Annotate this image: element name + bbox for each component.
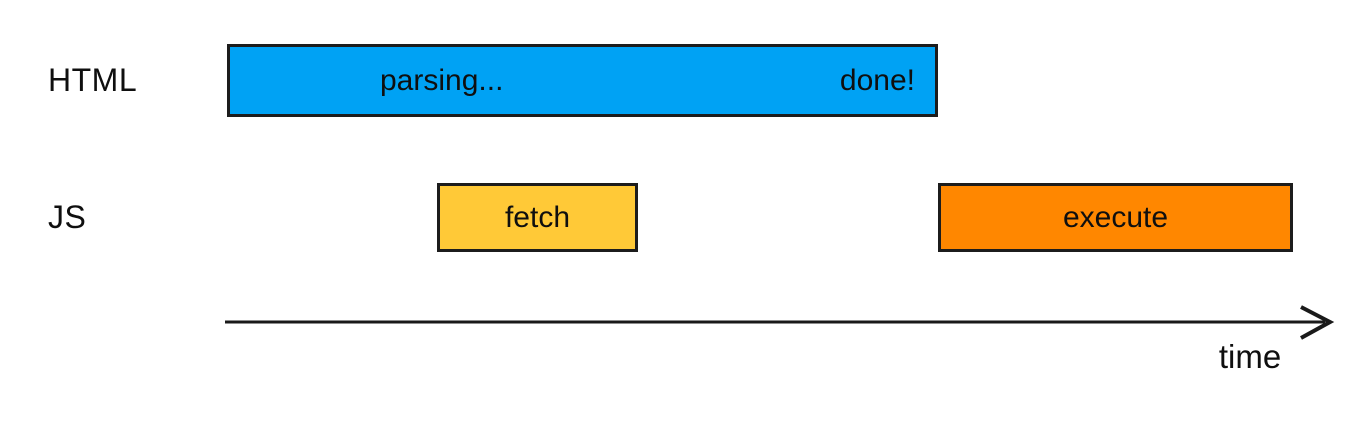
fetch-bar-label: fetch: [504, 200, 571, 234]
execute-bar-label: execute: [1062, 200, 1169, 234]
time-axis-label: time: [1218, 338, 1282, 375]
parsing-bar: parsing... done!: [227, 44, 938, 117]
row-label-html: HTML: [48, 62, 138, 98]
execute-bar: execute: [938, 183, 1293, 252]
fetch-bar: fetch: [437, 183, 638, 252]
parsing-bar-progress-label: parsing...: [380, 63, 504, 97]
arrowhead-icon: [1300, 305, 1335, 340]
parsing-bar-done-label: done!: [839, 63, 915, 97]
row-label-js: JS: [48, 199, 87, 235]
